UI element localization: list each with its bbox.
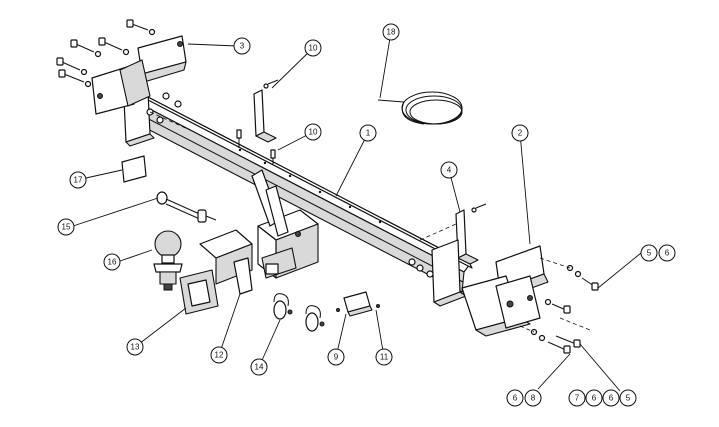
callout-12-label: 12: [215, 351, 224, 360]
callout-11-label: 11: [380, 353, 389, 362]
shackles: [273, 293, 325, 332]
callout-6-top: 6: [658, 244, 676, 262]
callout-5-bottom: 5: [619, 389, 637, 407]
callout-4: 4: [440, 161, 458, 179]
callout-4-label: 4: [447, 166, 452, 175]
callout-9-label: 9: [334, 353, 339, 362]
callout-5-top-label: 5: [647, 249, 652, 258]
callout-13: 13: [126, 338, 144, 356]
callout-6-left: 6: [506, 389, 524, 407]
callout-10-top: 10: [304, 39, 322, 57]
callout-15-label: 15: [62, 223, 71, 232]
callout-10-bottom-label: 10: [309, 128, 318, 137]
callout-10-top-label: 10: [309, 44, 318, 53]
callout-6-left-label: 6: [513, 394, 518, 403]
callout-17: 17: [69, 171, 87, 189]
callout-6-top-label: 6: [665, 249, 670, 258]
right-bracket: [408, 239, 549, 337]
callout-13-label: 13: [131, 343, 140, 352]
callout-12: 12: [210, 346, 228, 364]
callout-10-bottom: 10: [304, 123, 322, 141]
tow-ball: [153, 230, 183, 291]
callout-14-label: 14: [255, 363, 264, 372]
callout-6-right-label: 6: [609, 394, 614, 403]
callout-9: 9: [327, 348, 345, 366]
left-bracket: [91, 35, 187, 115]
callout-3-label: 3: [240, 42, 245, 51]
square-cover: [179, 269, 219, 315]
callout-7-label: 7: [575, 394, 580, 403]
right-bolts: [519, 257, 599, 354]
callout-1: 1: [359, 124, 377, 142]
callout-5-top: 5: [640, 244, 658, 262]
callout-16: 16: [103, 253, 121, 271]
callout-15: 15: [57, 218, 75, 236]
callout-8: 8: [524, 389, 542, 407]
leader-lines: [69, 31, 642, 392]
callout-7: 7: [568, 389, 586, 407]
cross-beam: [123, 91, 473, 293]
callout-17-label: 17: [74, 176, 83, 185]
left-bolts: [56, 19, 191, 131]
callout-8-label: 8: [531, 394, 536, 403]
callout-2-label: 2: [518, 129, 523, 138]
cable-coil: [377, 91, 463, 125]
label-plate: [121, 155, 147, 183]
callout-5-bottom-label: 5: [626, 394, 631, 403]
callout-18-label: 18: [387, 28, 396, 37]
callout-11: 11: [375, 348, 393, 366]
callout-14: 14: [250, 358, 268, 376]
tow-ball-mount: [199, 169, 319, 295]
callout-1-label: 1: [366, 129, 371, 138]
callout-3: 3: [233, 37, 251, 55]
callout-6-right: 6: [602, 389, 620, 407]
callout-16-label: 16: [108, 258, 117, 267]
pin: [156, 191, 217, 223]
callout-6-mid: 6: [585, 389, 603, 407]
small-plate: [336, 291, 380, 317]
callout-2: 2: [511, 124, 529, 142]
bracket-10: [236, 79, 279, 164]
callout-18: 18: [382, 23, 400, 41]
callout-6-mid-label: 6: [592, 394, 597, 403]
